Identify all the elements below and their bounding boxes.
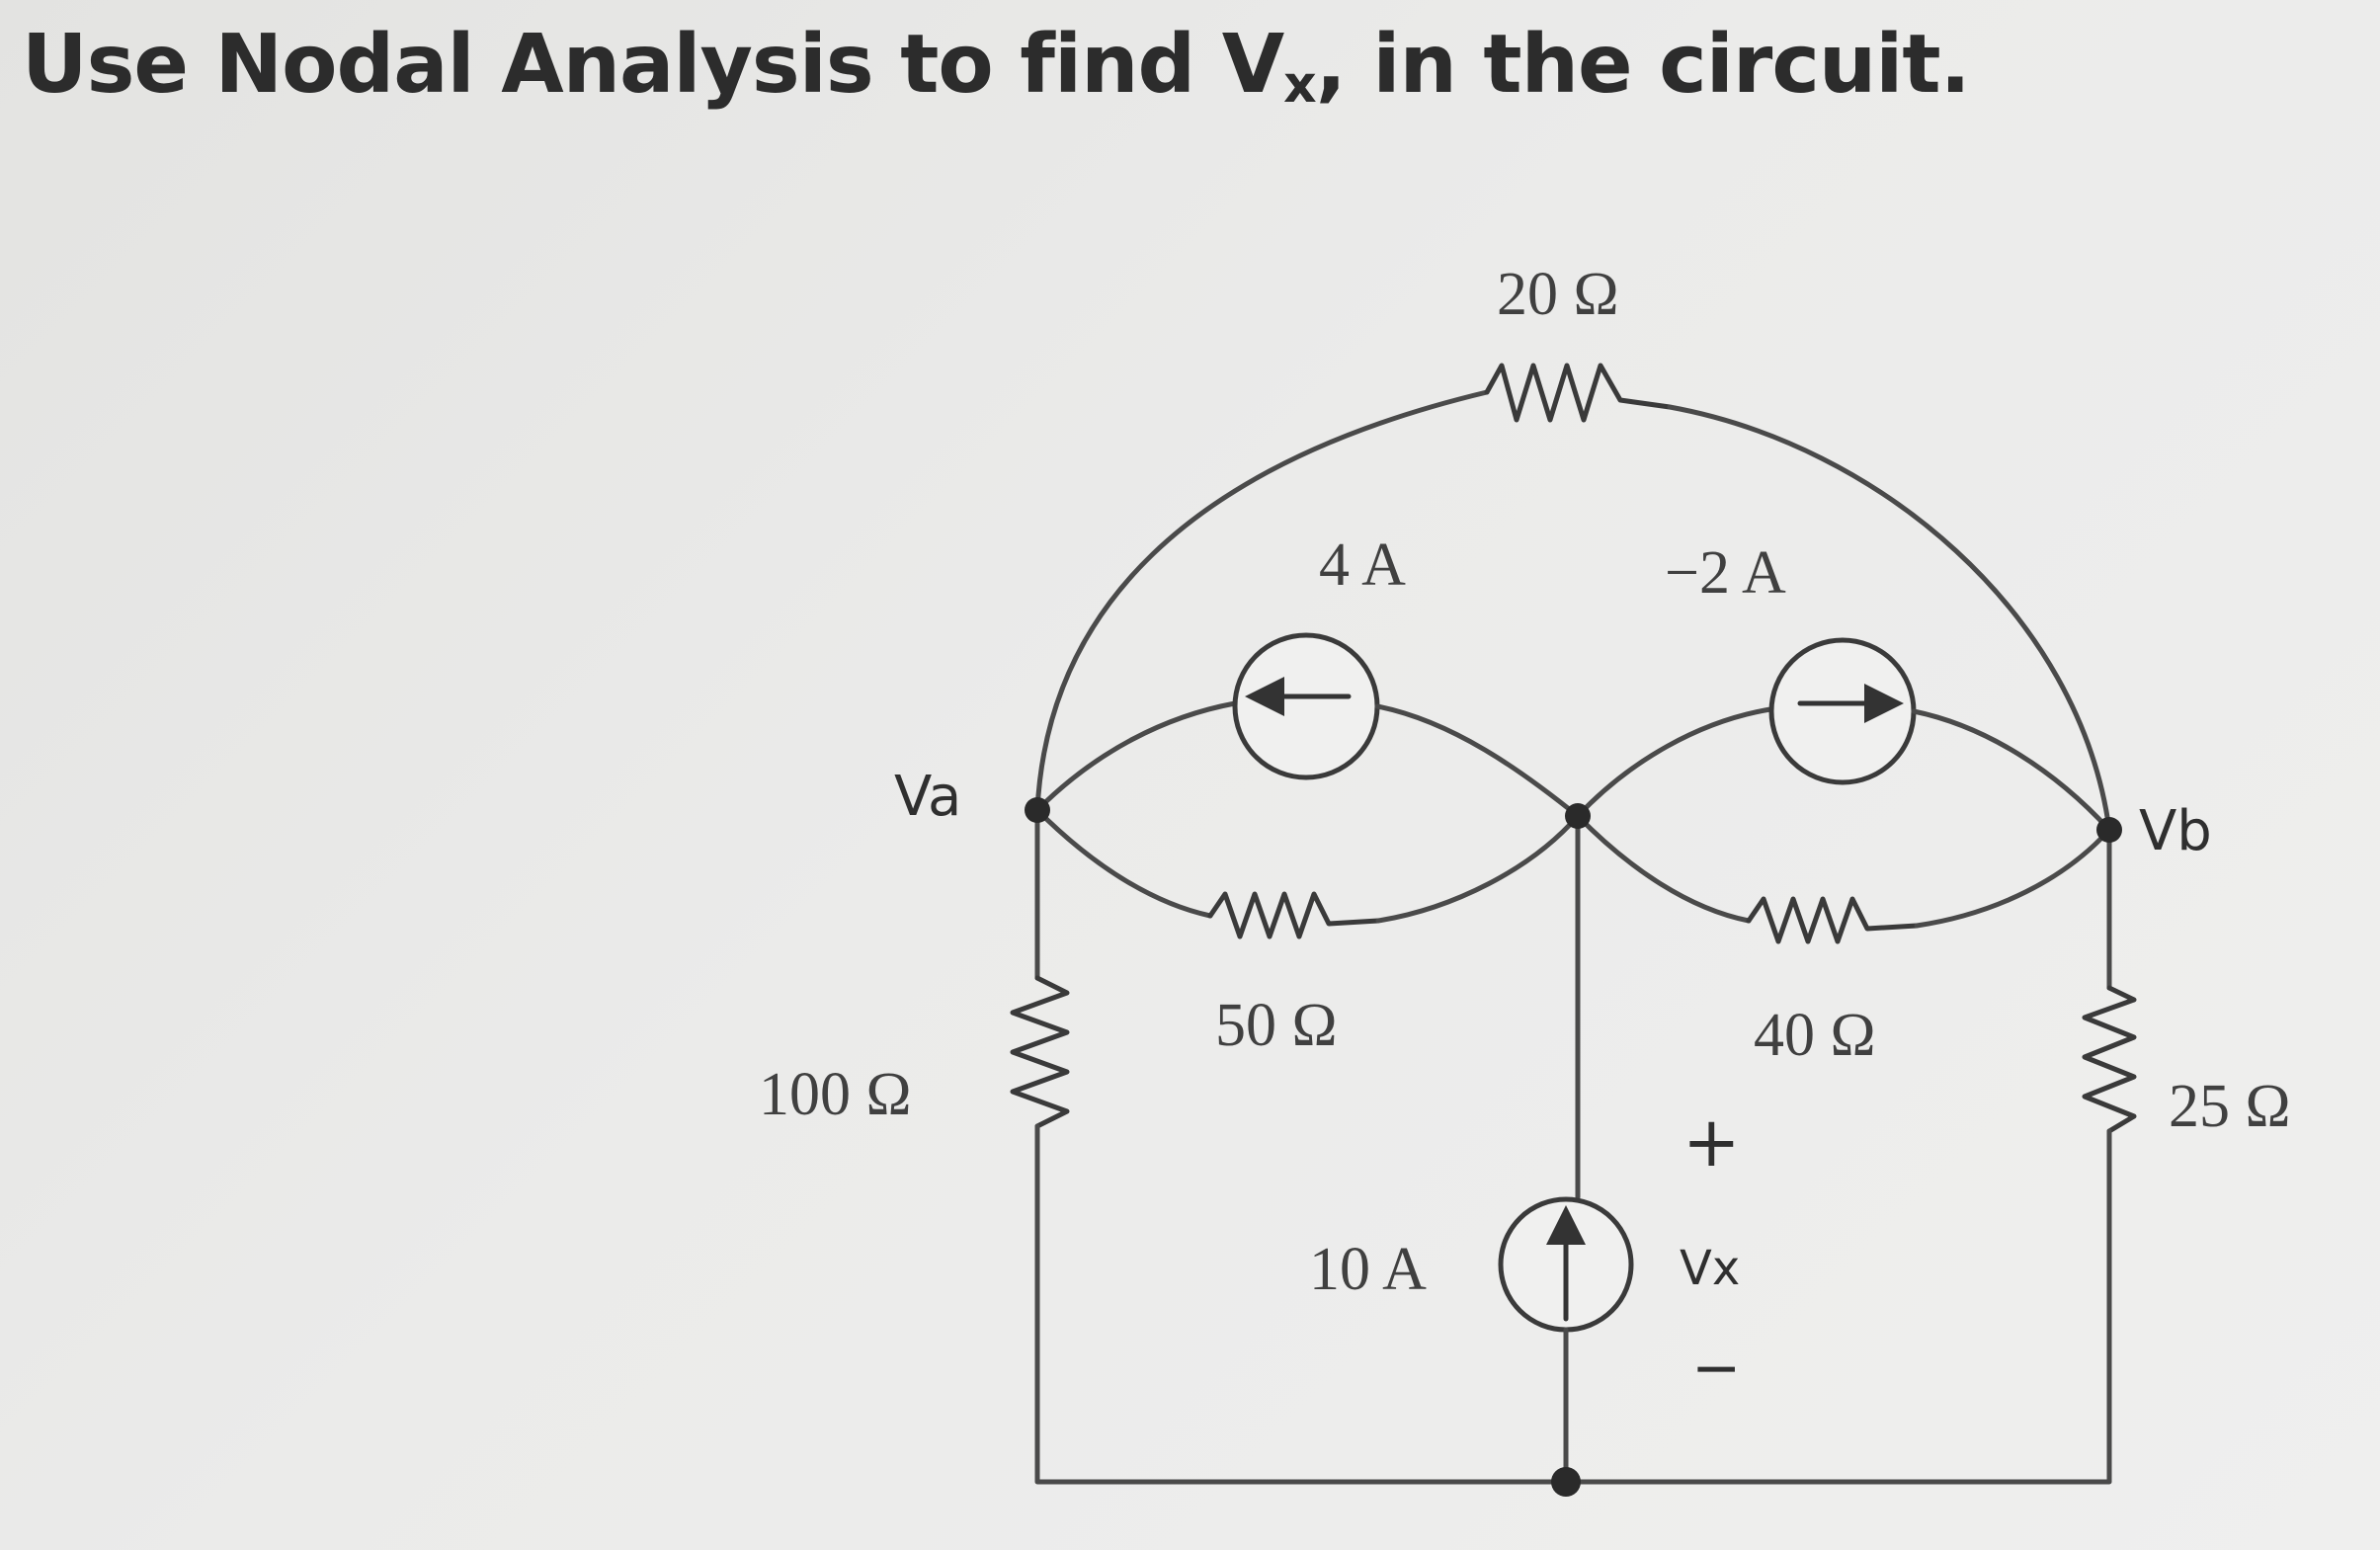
wire-4a-right — [1374, 703, 1581, 819]
label-25-ohm: 25 Ω — [2169, 1073, 2291, 1140]
label-50-ohm: 50 Ω — [1215, 992, 1338, 1059]
vx-minus: − — [1691, 1334, 1741, 1403]
vx-label: Vx — [1680, 1241, 1740, 1296]
label-vb: Vb — [2139, 799, 2212, 863]
node-vb — [2096, 817, 2122, 843]
wire-neg2a-left — [1575, 706, 1773, 819]
resistor-100-ohm — [1010, 975, 1070, 1129]
wire-50-left — [1034, 807, 1213, 919]
wire-left-lower — [1034, 1123, 1569, 1485]
vx-plus: + — [1682, 1101, 1741, 1183]
resistor-25-ohm — [2082, 985, 2137, 1134]
label-va: Va — [894, 765, 961, 829]
wire-right-lower — [1563, 1128, 2112, 1485]
label-40-ohm: 40 Ω — [1754, 1002, 1876, 1069]
wire-top-right-arc — [1667, 404, 2112, 833]
resistor-40-ohm — [1746, 896, 1920, 944]
title-text-end: , in the circuit. — [1315, 18, 1971, 112]
wire-top-left-arc — [1034, 389, 1490, 813]
label-4a: 4 A — [1319, 531, 1406, 599]
problem-title: Use Nodal Analysis to find Vx, in the ci… — [22, 18, 1971, 115]
wire-4a-left — [1034, 700, 1238, 813]
node-va — [1025, 797, 1050, 823]
current-source-neg2a — [1768, 637, 1917, 785]
node-center — [1565, 803, 1591, 829]
resistor-50-ohm — [1207, 891, 1381, 939]
label-10a: 10 A — [1309, 1236, 1427, 1303]
title-text: Use Nodal Analysis to find V — [22, 18, 1284, 112]
label-neg2a: −2 A — [1665, 539, 1786, 607]
wire-50-right — [1375, 813, 1581, 924]
label-100-ohm: 100 Ω — [759, 1061, 912, 1128]
resistor-20-ohm — [1484, 363, 1673, 423]
wire-neg2a-right — [1911, 708, 2112, 833]
node-ground — [1551, 1467, 1581, 1497]
label-20-ohm: 20 Ω — [1497, 261, 1619, 328]
wire-40-left — [1575, 813, 1752, 924]
wire-40-right — [1914, 827, 2112, 929]
title-subscript: x — [1283, 55, 1317, 115]
current-source-4a — [1232, 632, 1380, 780]
